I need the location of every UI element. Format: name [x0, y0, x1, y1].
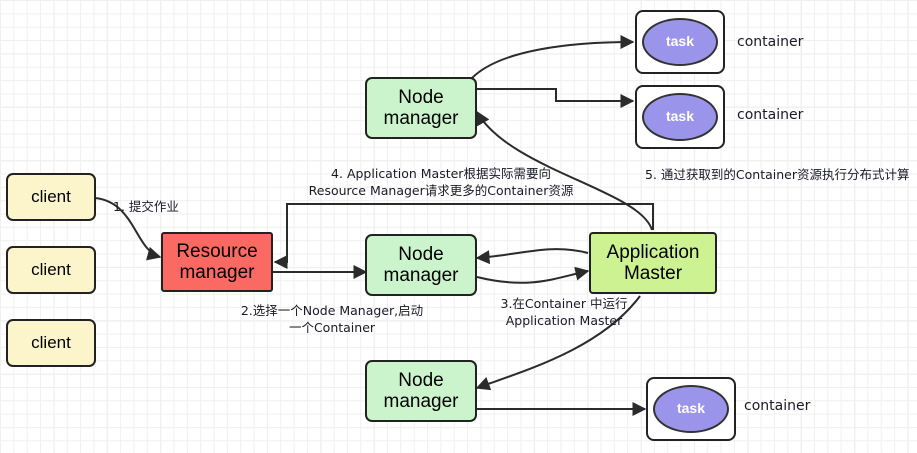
resource-manager-label: Resource manager [176, 240, 258, 283]
application-master-box[interactable]: Application Master [589, 232, 717, 294]
task-label-3: task [676, 400, 706, 417]
container-box-2[interactable]: task [635, 85, 725, 149]
client-label-1: client [31, 187, 71, 207]
edge-label-step2: 2.选择一个Node Manager,启动 一个Container [240, 303, 424, 335]
edge-nm-top-to-task1 [471, 35, 635, 79]
task-ellipse-3: task [653, 385, 729, 433]
client-label-3: client [31, 333, 71, 353]
task-label-1: task [665, 33, 695, 50]
task-ellipse-2: task [642, 93, 718, 141]
container-box-3[interactable]: task [646, 377, 736, 441]
client-label-2: client [31, 260, 71, 280]
client-box-2[interactable]: client [6, 246, 96, 294]
task-label-2: task [665, 108, 695, 125]
node-manager-box-top[interactable]: Node manager [365, 77, 477, 139]
container-caption-1: container [737, 34, 804, 50]
edge-label-step1: 1. 提交作业 [113, 199, 179, 214]
application-master-label: Application Master [606, 241, 700, 284]
edge-label-step3: 3.在Container 中运行 Application Master [500, 296, 628, 328]
node-manager-label-middle: Node manager [383, 243, 459, 286]
node-manager-label-top: Node manager [383, 86, 459, 129]
edge-label-step5: 5. 通过获取到的Container资源执行分布式计算 [645, 167, 910, 182]
edge-label-step4: 4. Application Master根据实际需要向 Resource Ma… [308, 166, 574, 198]
container-caption-2: container [737, 107, 804, 123]
container-caption-3: container [744, 398, 811, 414]
node-manager-box-middle[interactable]: Node manager [365, 234, 477, 296]
task-ellipse-1: task [642, 18, 718, 66]
edge-am-to-nm [475, 248, 589, 265]
client-box-3[interactable]: client [6, 319, 96, 367]
client-box-1[interactable]: client [6, 173, 96, 221]
edge-nm-top-to-task2 [477, 88, 635, 108]
node-manager-label-bottom: Node manager [383, 369, 459, 412]
edge-nm-to-am [476, 266, 590, 284]
container-box-1[interactable]: task [635, 10, 725, 74]
node-manager-box-bottom[interactable]: Node manager [365, 360, 477, 422]
resource-manager-box[interactable]: Resource manager [161, 232, 273, 292]
